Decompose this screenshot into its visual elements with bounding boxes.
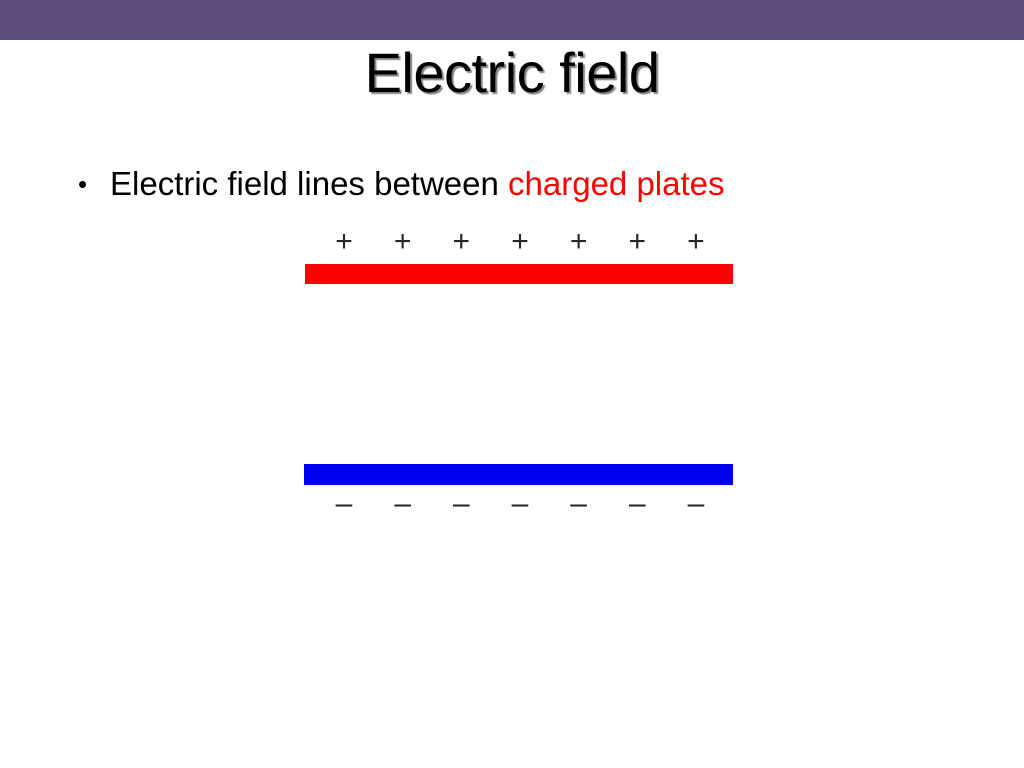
positive-plate bbox=[305, 264, 733, 284]
negative-charge-symbol: – bbox=[335, 487, 353, 520]
positive-charge-symbol: + bbox=[628, 225, 647, 258]
negative-charge-symbol: – bbox=[628, 487, 646, 520]
positive-charge-symbol: + bbox=[393, 225, 412, 258]
bullet-text-accent: charged plates bbox=[508, 165, 725, 202]
bullet-text-plain: Electric field lines between bbox=[110, 165, 509, 202]
page-title: Electric field bbox=[364, 41, 660, 104]
bullet-point-icon: • bbox=[78, 169, 88, 199]
positive-charge-symbol: + bbox=[452, 225, 471, 258]
negative-charge-symbol: – bbox=[687, 487, 705, 520]
header-accent-band bbox=[0, 0, 1024, 40]
field-line-region bbox=[305, 285, 733, 463]
positive-charge-symbol: + bbox=[335, 225, 353, 258]
positive-charge-symbol: + bbox=[569, 225, 588, 258]
negative-charge-row: – – – – – – – bbox=[332, 487, 708, 520]
negative-charge-symbol: – bbox=[570, 487, 587, 520]
negative-charge-symbol: – bbox=[394, 487, 411, 520]
positive-charge-row: + + + + + + + bbox=[332, 226, 708, 258]
negative-charge-symbol: – bbox=[511, 487, 529, 520]
positive-charge-symbol: + bbox=[687, 225, 705, 258]
positive-charge-symbol: + bbox=[511, 225, 529, 258]
negative-plate bbox=[304, 464, 733, 485]
negative-charge-symbol: – bbox=[452, 487, 470, 520]
bullet-text: Electric field lines between charged pla… bbox=[110, 162, 725, 206]
bullet-list-item: • Electric field lines between charged p… bbox=[78, 162, 978, 208]
